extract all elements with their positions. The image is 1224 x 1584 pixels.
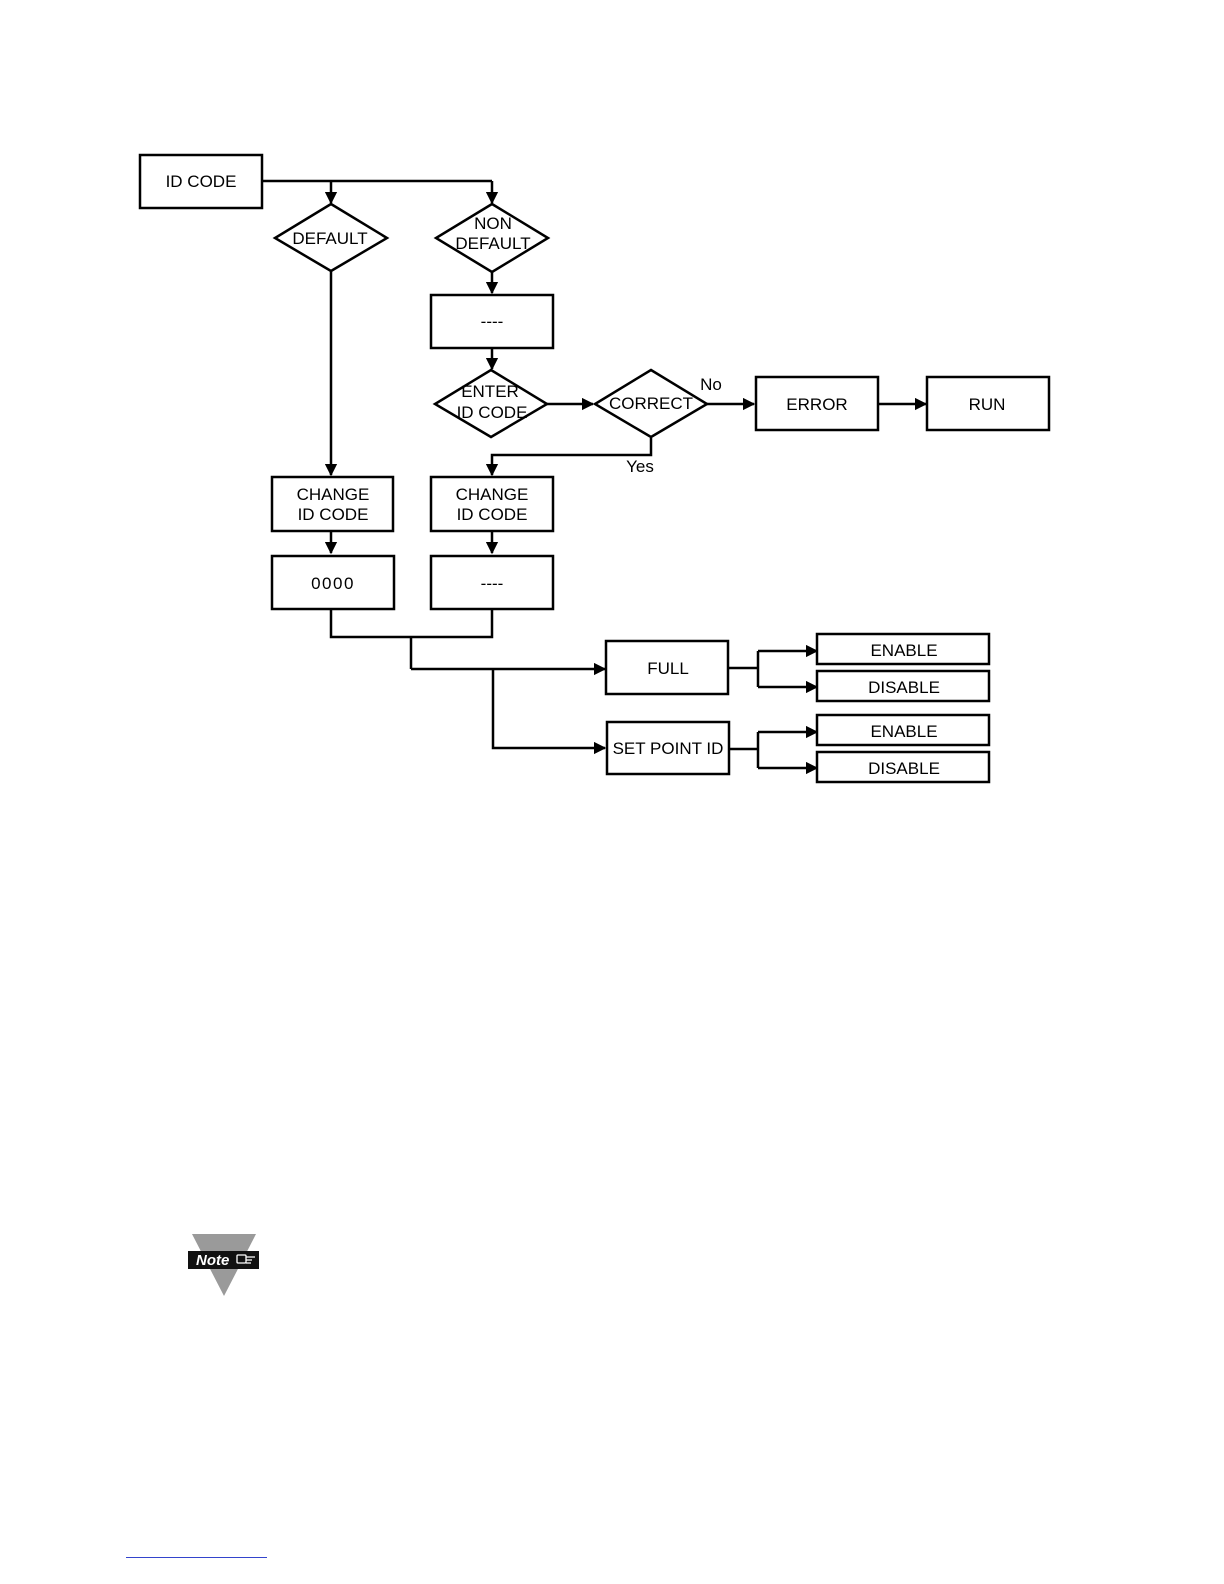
node-change-id-code-right: CHANGE ID CODE: [431, 477, 553, 531]
node-error-label: ERROR: [786, 395, 847, 414]
node-correct: CORRECT: [595, 370, 707, 437]
node-enter-line2: ID CODE: [457, 403, 528, 422]
node-set-point-id-label: SET POINT ID: [613, 739, 724, 758]
node-sp-enable-label: ENABLE: [870, 722, 937, 741]
node-full-enable-label: ENABLE: [870, 641, 937, 660]
footer-rule: [126, 1557, 267, 1558]
edge-full-split: [728, 651, 758, 687]
node-sp-disable: DISABLE: [817, 752, 989, 782]
edge-label-no: No: [700, 375, 722, 394]
node-dashes-1-label: ----: [481, 312, 504, 331]
node-id-code: ID CODE: [140, 155, 262, 208]
note-label: Note: [196, 1252, 229, 1269]
edge-to-setpoint: [493, 669, 605, 748]
edge-merge: [331, 609, 492, 637]
node-non-default-line1: NON: [474, 214, 512, 233]
node-non-default: NON DEFAULT: [436, 204, 548, 272]
node-dashes-1: ----: [431, 295, 553, 348]
edge-label-yes: Yes: [626, 457, 654, 476]
node-change-right-line2: ID CODE: [457, 505, 528, 524]
node-zeros: 0000: [272, 556, 394, 609]
node-sp-disable-label: DISABLE: [868, 759, 940, 778]
node-set-point-id: SET POINT ID: [607, 722, 729, 774]
node-full-enable: ENABLE: [817, 634, 989, 664]
node-enter-line1: ENTER: [461, 382, 519, 401]
note-badge: Note: [188, 1233, 260, 1297]
node-change-right-line1: CHANGE: [456, 485, 529, 504]
node-default-label: DEFAULT: [292, 229, 367, 248]
node-dashes-2-label: ----: [481, 574, 504, 593]
node-dashes-2: ----: [431, 556, 553, 609]
node-non-default-line2: DEFAULT: [455, 234, 530, 253]
node-full-label: FULL: [647, 659, 689, 678]
node-sp-enable: ENABLE: [817, 715, 989, 745]
node-change-left-line1: CHANGE: [297, 485, 370, 504]
node-enter-id-code: ENTER ID CODE: [435, 370, 547, 437]
node-zeros-label: 0000: [311, 574, 355, 593]
node-correct-label: CORRECT: [609, 394, 693, 413]
node-error: ERROR: [756, 377, 878, 430]
node-full-disable-label: DISABLE: [868, 678, 940, 697]
node-id-code-label: ID CODE: [166, 172, 237, 191]
node-full: FULL: [606, 641, 728, 694]
node-full-disable: DISABLE: [817, 671, 989, 701]
edge-sp-split: [729, 732, 758, 768]
node-default: DEFAULT: [275, 204, 387, 271]
node-run: RUN: [927, 377, 1049, 430]
node-change-left-line2: ID CODE: [298, 505, 369, 524]
node-change-id-code-left: CHANGE ID CODE: [272, 477, 393, 531]
node-run-label: RUN: [969, 395, 1006, 414]
